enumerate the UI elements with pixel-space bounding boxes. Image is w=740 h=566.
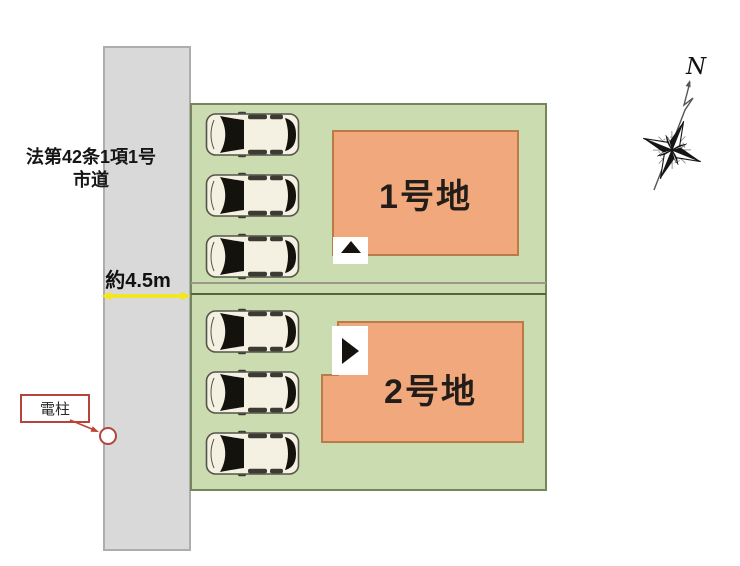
compass-north-label: N xyxy=(685,54,707,80)
parking-area-plot2 xyxy=(204,308,301,477)
utility-pole-arrow-icon xyxy=(69,419,99,432)
plot-divider-line-lower xyxy=(191,293,546,295)
road-type-label: 市道 xyxy=(73,170,109,190)
road-label: 法第42条1項1号 市道 xyxy=(8,146,174,192)
plot-2-label-box: 2号地 xyxy=(338,334,523,442)
triangle-right-icon xyxy=(341,337,359,364)
car-icon xyxy=(204,233,301,280)
plot-1: 1号地 xyxy=(332,130,519,256)
plot-divider-line-upper xyxy=(191,282,546,284)
compass-rose-icon: N xyxy=(640,54,707,191)
plot-2 xyxy=(321,321,524,443)
car-icon xyxy=(204,369,301,416)
plot-2-label: 2号地 xyxy=(384,372,477,411)
car-icon xyxy=(204,172,301,219)
utility-pole-callout: 電柱 xyxy=(20,394,90,423)
road-regulation-label: 法第42条1項1号 xyxy=(25,147,157,167)
triangle-up-icon xyxy=(340,241,361,253)
plot-1-label: 1号地 xyxy=(379,177,472,216)
double-arrow-icon xyxy=(101,291,191,301)
road-width-label: 約4.5m xyxy=(105,270,171,292)
plot-1-entrance-marker xyxy=(333,237,368,264)
car-icon xyxy=(204,430,301,477)
road-area xyxy=(103,46,191,551)
utility-pole-label: 電柱 xyxy=(39,401,70,418)
car-icon xyxy=(204,111,301,158)
plot-2-entrance-marker xyxy=(332,326,368,375)
utility-pole-circle xyxy=(99,427,117,445)
parking-area-plot1 xyxy=(204,111,301,280)
car-icon xyxy=(204,308,301,355)
